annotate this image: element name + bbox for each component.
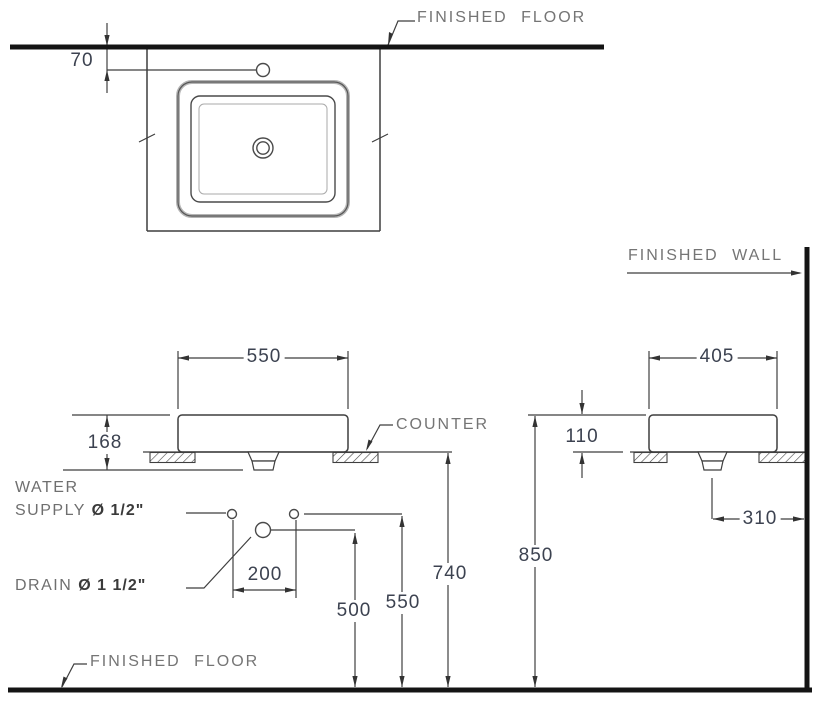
basin-side — [648, 414, 778, 453]
finished-floor-label-bottom: FINISHED FLOOR — [90, 653, 260, 670]
dim-supply-spacing: 200 — [247, 564, 283, 585]
dim-counter-height: 740 — [429, 563, 471, 585]
drain-size-label: DRAIN Ø 1 1/2" — [15, 577, 147, 594]
dim-basin-total-height: 168 — [84, 432, 126, 454]
dim-drain-height: 500 — [333, 600, 375, 622]
dim-basin-width: 550 — [243, 346, 285, 368]
side-elevation — [528, 270, 807, 522]
water-supply-size-label: SUPPLY Ø 1/2" — [15, 502, 145, 519]
water-supply-label: WATER — [15, 479, 79, 496]
finished-wall-label: FINISHED WALL — [628, 247, 784, 264]
dim-rim-height: 850 — [515, 545, 557, 567]
dim-height-above-counter: 110 — [565, 426, 599, 447]
basin-outer-rim — [176, 80, 350, 218]
counter-section — [149, 451, 196, 464]
counter-section — [633, 451, 668, 464]
front-elevation — [63, 351, 452, 471]
dim-basin-depth: 405 — [696, 346, 738, 368]
plan-view — [104, 20, 415, 232]
finished-floor-label-top: FINISHED FLOOR — [417, 9, 587, 26]
counter-label: COUNTER — [396, 416, 490, 433]
dim-faucet-offset: 70 — [70, 50, 94, 71]
water-supply-point — [226, 508, 238, 520]
water-supply-point — [288, 508, 300, 520]
rough-in-dimensions — [61, 416, 538, 688]
drain-fitting-front — [247, 451, 280, 462]
counter-section — [332, 451, 379, 464]
dim-drain-wall-offset: 310 — [739, 508, 781, 530]
drain-hole — [252, 137, 274, 159]
drain-point — [254, 521, 272, 539]
datum-lines — [8, 44, 812, 693]
dim-supply-height: 550 — [382, 592, 424, 614]
basin-front — [177, 414, 349, 453]
drain-fitting-side — [697, 451, 728, 462]
faucet-hole — [255, 62, 271, 78]
counter-section — [758, 451, 807, 464]
